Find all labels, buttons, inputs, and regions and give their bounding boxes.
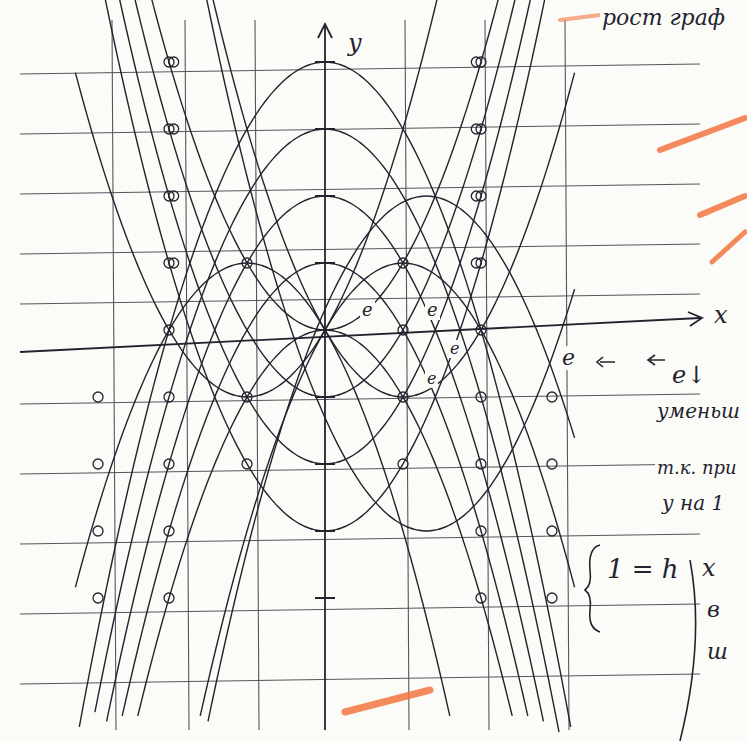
marked-point	[93, 392, 103, 402]
marked-point	[476, 526, 486, 536]
tick	[315, 396, 335, 398]
parabola	[75, 0, 442, 397]
handwritten-label: y	[346, 30, 364, 56]
handwritten-label: e	[425, 300, 440, 320]
axes	[20, 24, 702, 730]
marked-point	[164, 526, 174, 536]
x-arrow	[688, 312, 702, 326]
marked-point	[242, 459, 252, 469]
handwritten-label: уменьш	[655, 400, 742, 422]
y-arrow	[318, 24, 332, 38]
marked-point	[476, 459, 486, 469]
marked-point	[164, 191, 174, 201]
marked-point	[164, 392, 174, 402]
tick	[315, 463, 335, 465]
tick	[315, 530, 335, 532]
marked-point	[93, 459, 103, 469]
handwritten-label: у на 1	[660, 492, 726, 514]
marked-point	[547, 593, 557, 603]
tick	[315, 597, 335, 599]
tick	[315, 128, 335, 130]
parabola-family	[75, 0, 574, 732]
handwritten-label: e	[560, 346, 577, 370]
marked-point	[476, 258, 486, 268]
marked-point	[164, 325, 174, 335]
marked-point	[164, 124, 174, 134]
marked-point	[398, 459, 408, 469]
marked-point	[476, 325, 486, 335]
marked-point	[398, 258, 408, 268]
tick	[315, 262, 335, 264]
x-axis	[20, 318, 700, 352]
handwritten-label: x	[700, 555, 718, 581]
marked-point	[398, 325, 408, 335]
grid-line	[20, 124, 700, 134]
grid-line	[565, 20, 569, 730]
handwritten-label: 1 = h	[605, 555, 681, 584]
marked-point	[476, 593, 486, 603]
grid-line	[405, 20, 409, 730]
handwritten-label: ш	[705, 640, 730, 664]
grid-line	[20, 184, 700, 194]
tick	[315, 195, 335, 197]
handwritten-label: в	[705, 598, 722, 622]
handwritten-label: e	[425, 370, 438, 388]
grid-line	[20, 604, 700, 614]
grid-line	[20, 534, 700, 544]
handwritten-label: e	[360, 300, 375, 320]
marked-point	[93, 526, 103, 536]
parabola	[200, 263, 574, 716]
grid-line	[20, 464, 700, 474]
grid-line	[255, 20, 259, 730]
marked-point	[242, 258, 252, 268]
handwritten-label: e↓	[670, 362, 708, 388]
marked-point	[164, 57, 174, 67]
grid-lines	[20, 20, 700, 730]
marked-point	[547, 392, 557, 402]
marked-point	[476, 124, 486, 134]
handwritten-label: e	[448, 340, 461, 358]
marked-point	[547, 526, 557, 536]
handwritten-label: т.к. при	[655, 458, 739, 478]
annotation-strokes	[345, 10, 745, 741]
marked-point	[547, 459, 557, 469]
marked-point	[164, 593, 174, 603]
marked-point	[242, 392, 252, 402]
marked-point	[476, 191, 486, 201]
grid-line	[20, 64, 700, 74]
marked-point	[164, 459, 174, 469]
y-axis	[324, 25, 326, 730]
marked-point	[164, 258, 174, 268]
marked-point	[476, 57, 486, 67]
marked-points	[93, 57, 557, 603]
handwritten-label: x	[712, 302, 730, 328]
handwritten-label: рост граф	[600, 6, 727, 30]
marked-point	[93, 593, 103, 603]
parabola	[200, 0, 574, 531]
tick	[315, 61, 335, 63]
marked-point	[398, 392, 408, 402]
grid-line	[20, 674, 700, 684]
marked-point	[476, 392, 486, 402]
parabola	[208, 196, 575, 721]
parabola	[208, 0, 575, 397]
parabola	[95, 129, 559, 732]
